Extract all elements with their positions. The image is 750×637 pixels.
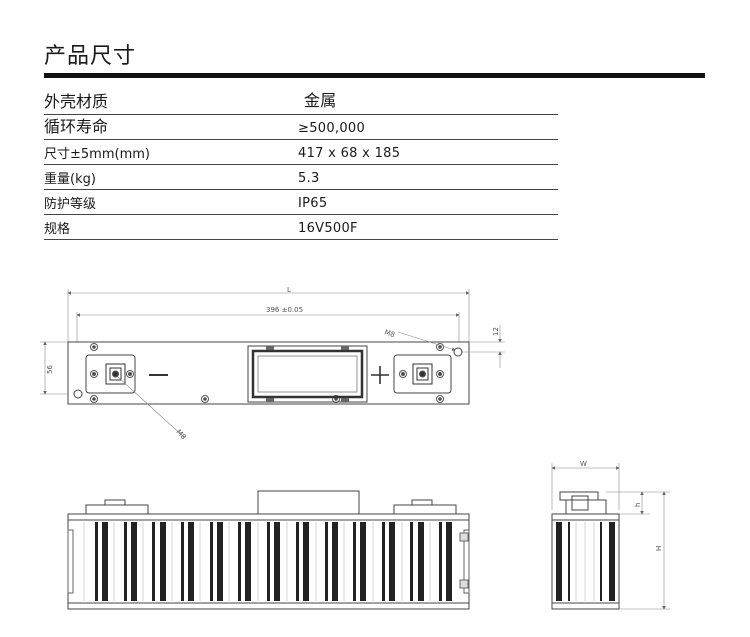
spec-value: IP65 xyxy=(298,196,328,211)
heatsink-fins xyxy=(95,522,452,601)
spec-row-cycle-life: 循环寿命 ≥500,000 xyxy=(44,115,558,140)
spec-label: 外壳材质 xyxy=(44,92,109,111)
page-title: 产品尺寸 xyxy=(44,44,137,69)
spec-label: 循环寿命 xyxy=(44,117,109,136)
dim-l-label: L xyxy=(287,286,291,294)
front-view xyxy=(67,490,470,610)
spec-value: 5.3 xyxy=(298,171,320,186)
spec-label: 规格 xyxy=(44,222,71,237)
dim-12-label: 12 xyxy=(492,327,500,336)
spec-value: 金属 xyxy=(304,91,337,110)
spec-value: ≥500,000 xyxy=(298,121,366,136)
dim-w-label: W xyxy=(580,460,587,468)
spec-row-material: 外壳材质 金属 xyxy=(44,88,558,115)
spec-row-dimensions: 尺寸±5mm(mm) 417 x 68 x 185 xyxy=(44,140,558,165)
spec-label: 防护等级 xyxy=(44,197,97,212)
dim-hole-spacing-label: 396 ±0.05 xyxy=(266,306,303,314)
spec-label: 重量(kg) xyxy=(44,172,96,187)
dim-h-total-label: H xyxy=(655,546,663,551)
dim-56-label: 56 xyxy=(46,365,54,374)
side-fins xyxy=(556,522,615,601)
spec-label: 尺寸±5mm(mm) xyxy=(44,147,150,162)
side-view xyxy=(551,463,670,610)
spec-row-protection: 防护等级 IP65 xyxy=(44,190,558,215)
thread-m8-top-label: M8 xyxy=(383,328,395,339)
top-view xyxy=(40,289,505,439)
spec-value: 16V500F xyxy=(298,221,358,236)
dim-h-small-label: h xyxy=(634,503,642,507)
spec-row-weight: 重量(kg) 5.3 xyxy=(44,165,558,190)
spec-value: 417 x 68 x 185 xyxy=(298,146,401,161)
spec-row-spec: 规格 16V500F xyxy=(44,215,558,240)
title-divider xyxy=(44,73,705,78)
spec-table: 外壳材质 金属 循环寿命 ≥500,000 尺寸±5mm(mm) 417 x 6… xyxy=(44,88,558,240)
